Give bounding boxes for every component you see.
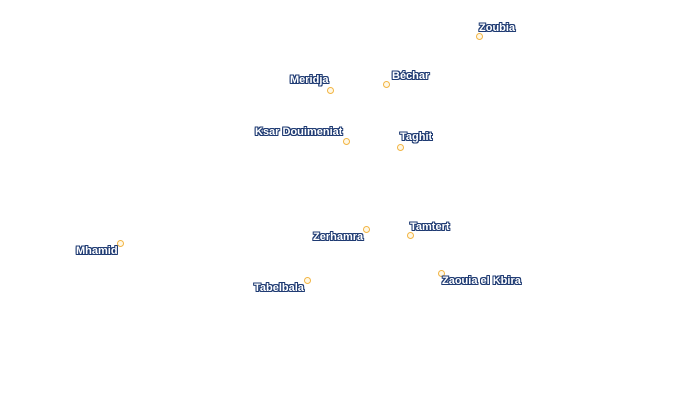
place-marker[interactable] bbox=[342, 137, 350, 145]
place-marker[interactable] bbox=[396, 143, 404, 151]
place-marker[interactable] bbox=[406, 231, 414, 239]
place-label: Mhamid bbox=[76, 245, 118, 257]
place-marker[interactable] bbox=[362, 225, 370, 233]
place-label: Béchar bbox=[392, 70, 430, 82]
place-label: Zerhamra bbox=[313, 231, 364, 243]
place-label: Tamtert bbox=[410, 221, 450, 233]
place-marker[interactable] bbox=[475, 32, 483, 40]
place-marker[interactable] bbox=[326, 86, 334, 94]
place-marker[interactable] bbox=[382, 80, 390, 88]
place-label: Tabelbala bbox=[254, 282, 304, 294]
place-marker[interactable] bbox=[116, 239, 124, 247]
place-label: Zaouia el Kbira bbox=[442, 275, 521, 287]
place-label: Meridja bbox=[290, 74, 329, 86]
place-marker[interactable] bbox=[303, 276, 311, 284]
place-label: Taghit bbox=[400, 131, 433, 143]
place-label: Ksar Douimeniat bbox=[255, 126, 343, 138]
place-marker[interactable] bbox=[437, 269, 445, 277]
place-label: Zoubia bbox=[479, 22, 516, 34]
